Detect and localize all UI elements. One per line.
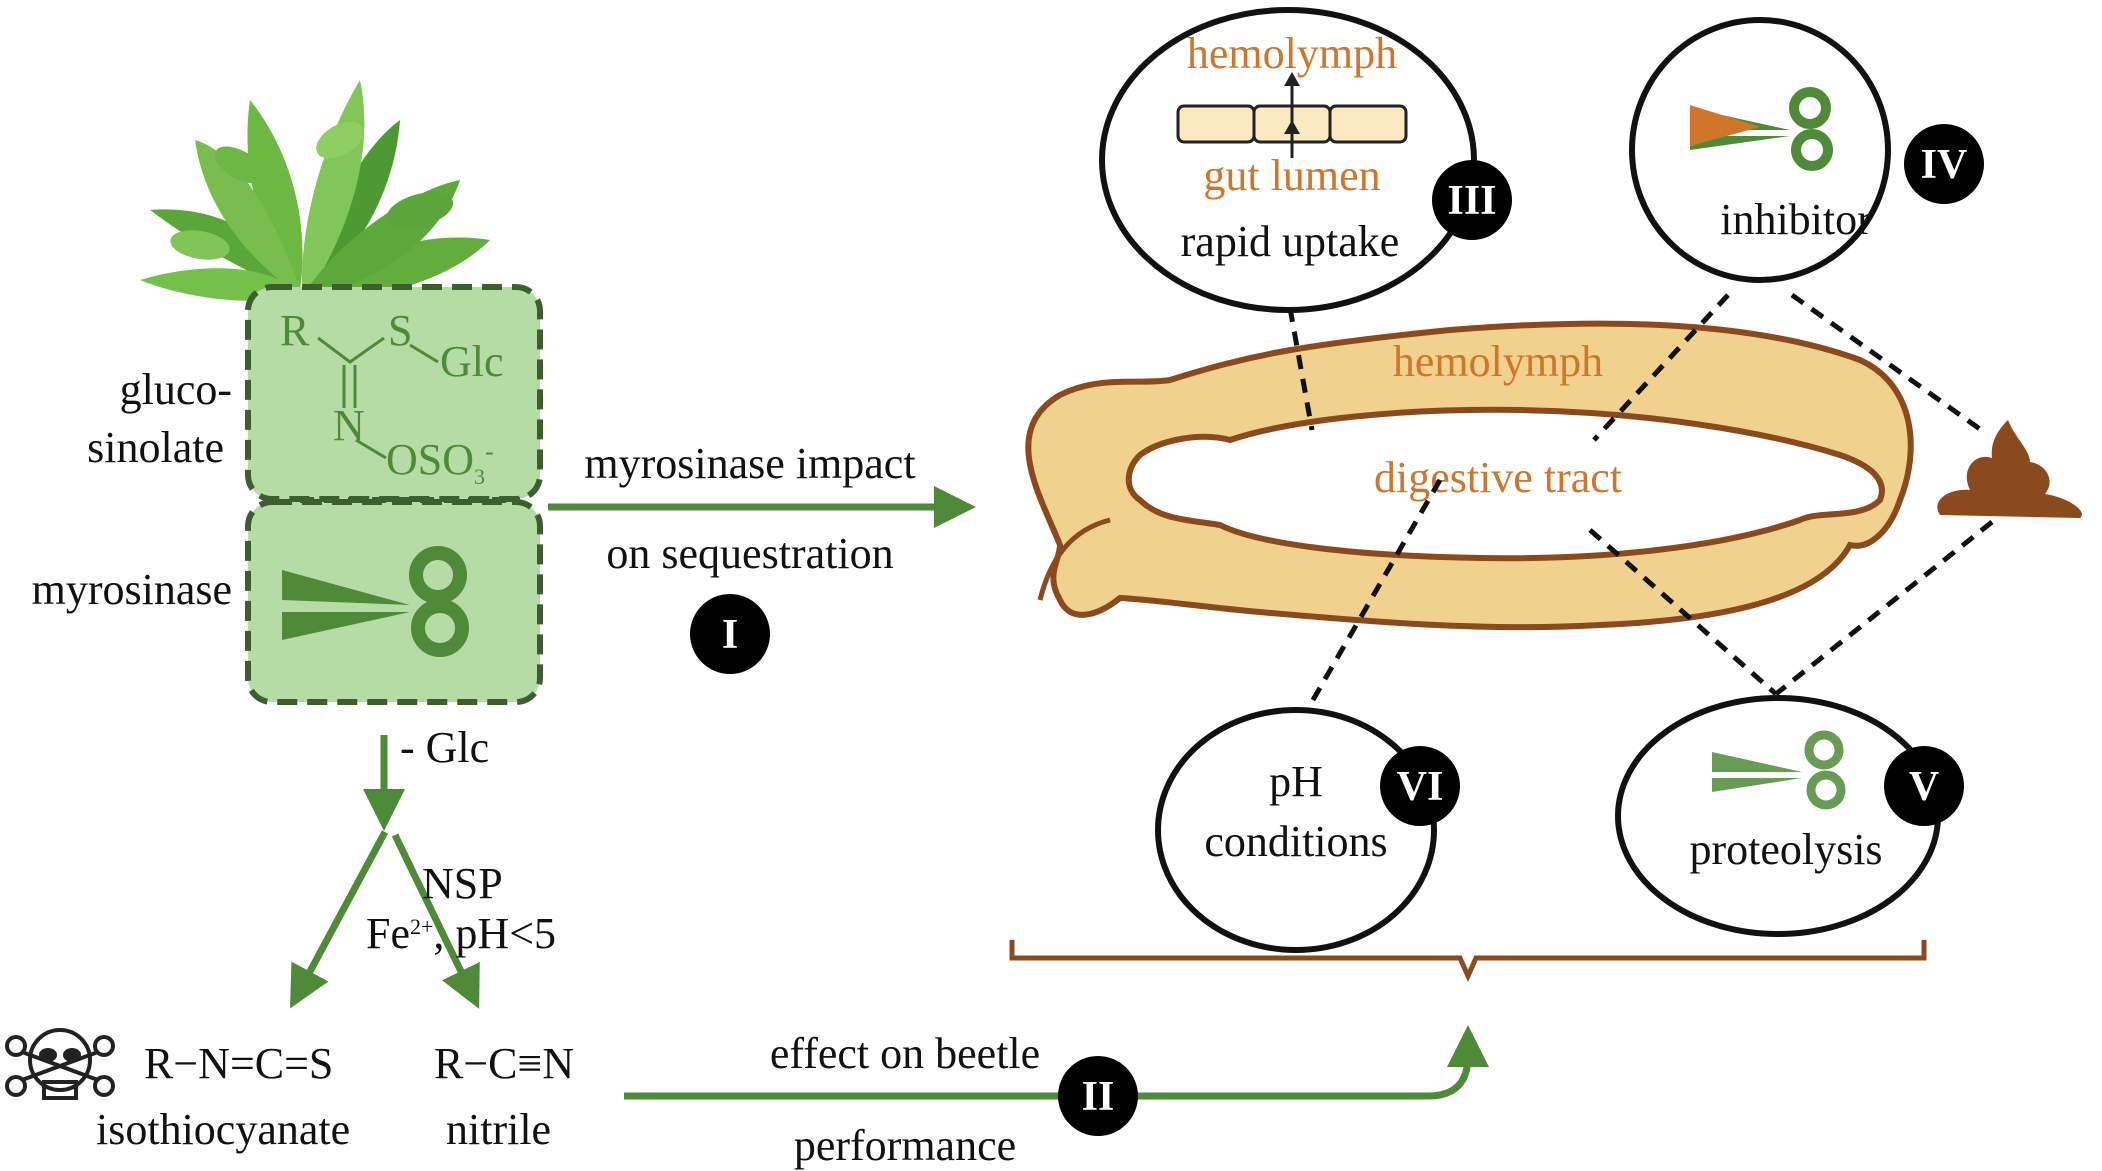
uptake-hemolymph-label: hemolymph [1187, 29, 1397, 78]
glucosinolate-structure: R S Glc N OSO3- [280, 306, 504, 489]
structure-glc: Glc [440, 337, 504, 386]
gut-hemolymph-label: hemolymph [1393, 337, 1603, 386]
grouping-brace [1009, 940, 1927, 983]
bubble-proteolysis [1615, 695, 1941, 937]
glucosinolate-label-1: gluco- [120, 365, 232, 414]
arrow-ii-line-2: performance [794, 1121, 1016, 1170]
feces-icon [1937, 420, 2082, 518]
bubble-ph-conditions [1155, 707, 1437, 953]
blurred-scissors-icon [1712, 730, 1846, 810]
digestive-tract-label: digestive tract [1374, 453, 1622, 502]
arrow-ii-line-1: effect on beetle [770, 1029, 1040, 1078]
ph-caption-2: conditions [1204, 817, 1387, 866]
structure-r: R [280, 306, 310, 355]
badge-iv-numeral: IV [1921, 142, 1968, 188]
badge-i [690, 594, 770, 674]
structure-s: S [388, 306, 412, 355]
badge-iii-numeral: III [1447, 178, 1496, 224]
arrow-i-line-1: myrosinase impact [584, 439, 915, 488]
bubble-inhibitor [1629, 17, 1891, 283]
badge-iv [1904, 124, 1984, 204]
inhibitor-caption: inhibitor [1720, 195, 1872, 244]
nsp-label: NSP [422, 859, 503, 908]
badge-ii-numeral: II [1082, 1074, 1115, 1120]
badge-iii [1432, 160, 1512, 240]
badge-ii [1058, 1056, 1138, 1136]
nitrile-name: nitrile [446, 1105, 551, 1154]
arrow-effect-on-beetle [624, 1025, 1489, 1100]
uptake-gut-lumen-label: gut lumen [1203, 151, 1380, 200]
gut-epithelium-cells [1176, 72, 1408, 158]
badge-vi [1380, 746, 1460, 826]
badge-i-numeral: I [722, 612, 738, 658]
glucosinolate-label-2: sinolate [87, 423, 224, 472]
rapid-uptake-caption: rapid uptake [1181, 217, 1400, 266]
connector-lines [1287, 292, 1994, 714]
badge-vi-numeral: VI [1397, 764, 1444, 810]
proteolysis-caption: proteolysis [1689, 825, 1882, 874]
beetle-gut-illustration [1025, 320, 1914, 631]
minus-glc-label: - Glc [400, 723, 489, 772]
ph-caption-1: pH [1269, 757, 1323, 806]
nitrile-formula: R−C≡N [434, 1039, 574, 1088]
arrow-i-line-2: on sequestration [606, 529, 893, 578]
arrow-to-nitrile [391, 833, 480, 1009]
plant-rosette-illustration [140, 80, 490, 301]
skull-toxicity-icon [5, 1028, 115, 1100]
scissors-icon [282, 546, 469, 657]
badge-v [1884, 746, 1964, 826]
isothiocyanate-name: isothiocyanate [96, 1105, 350, 1154]
inhibited-scissors-icon [1690, 87, 1833, 171]
badge-v-numeral: V [1909, 764, 1939, 810]
structure-oso3: OSO3- [386, 435, 494, 489]
bubble-rapid-uptake [1099, 7, 1477, 313]
isothiocyanate-formula: R−N=C=S [144, 1039, 333, 1088]
myrosinase-label: myrosinase [32, 565, 232, 614]
fe-ph-label: Fe2+, pH<5 [366, 909, 556, 958]
arrow-to-isothiocyanate [290, 830, 389, 1009]
